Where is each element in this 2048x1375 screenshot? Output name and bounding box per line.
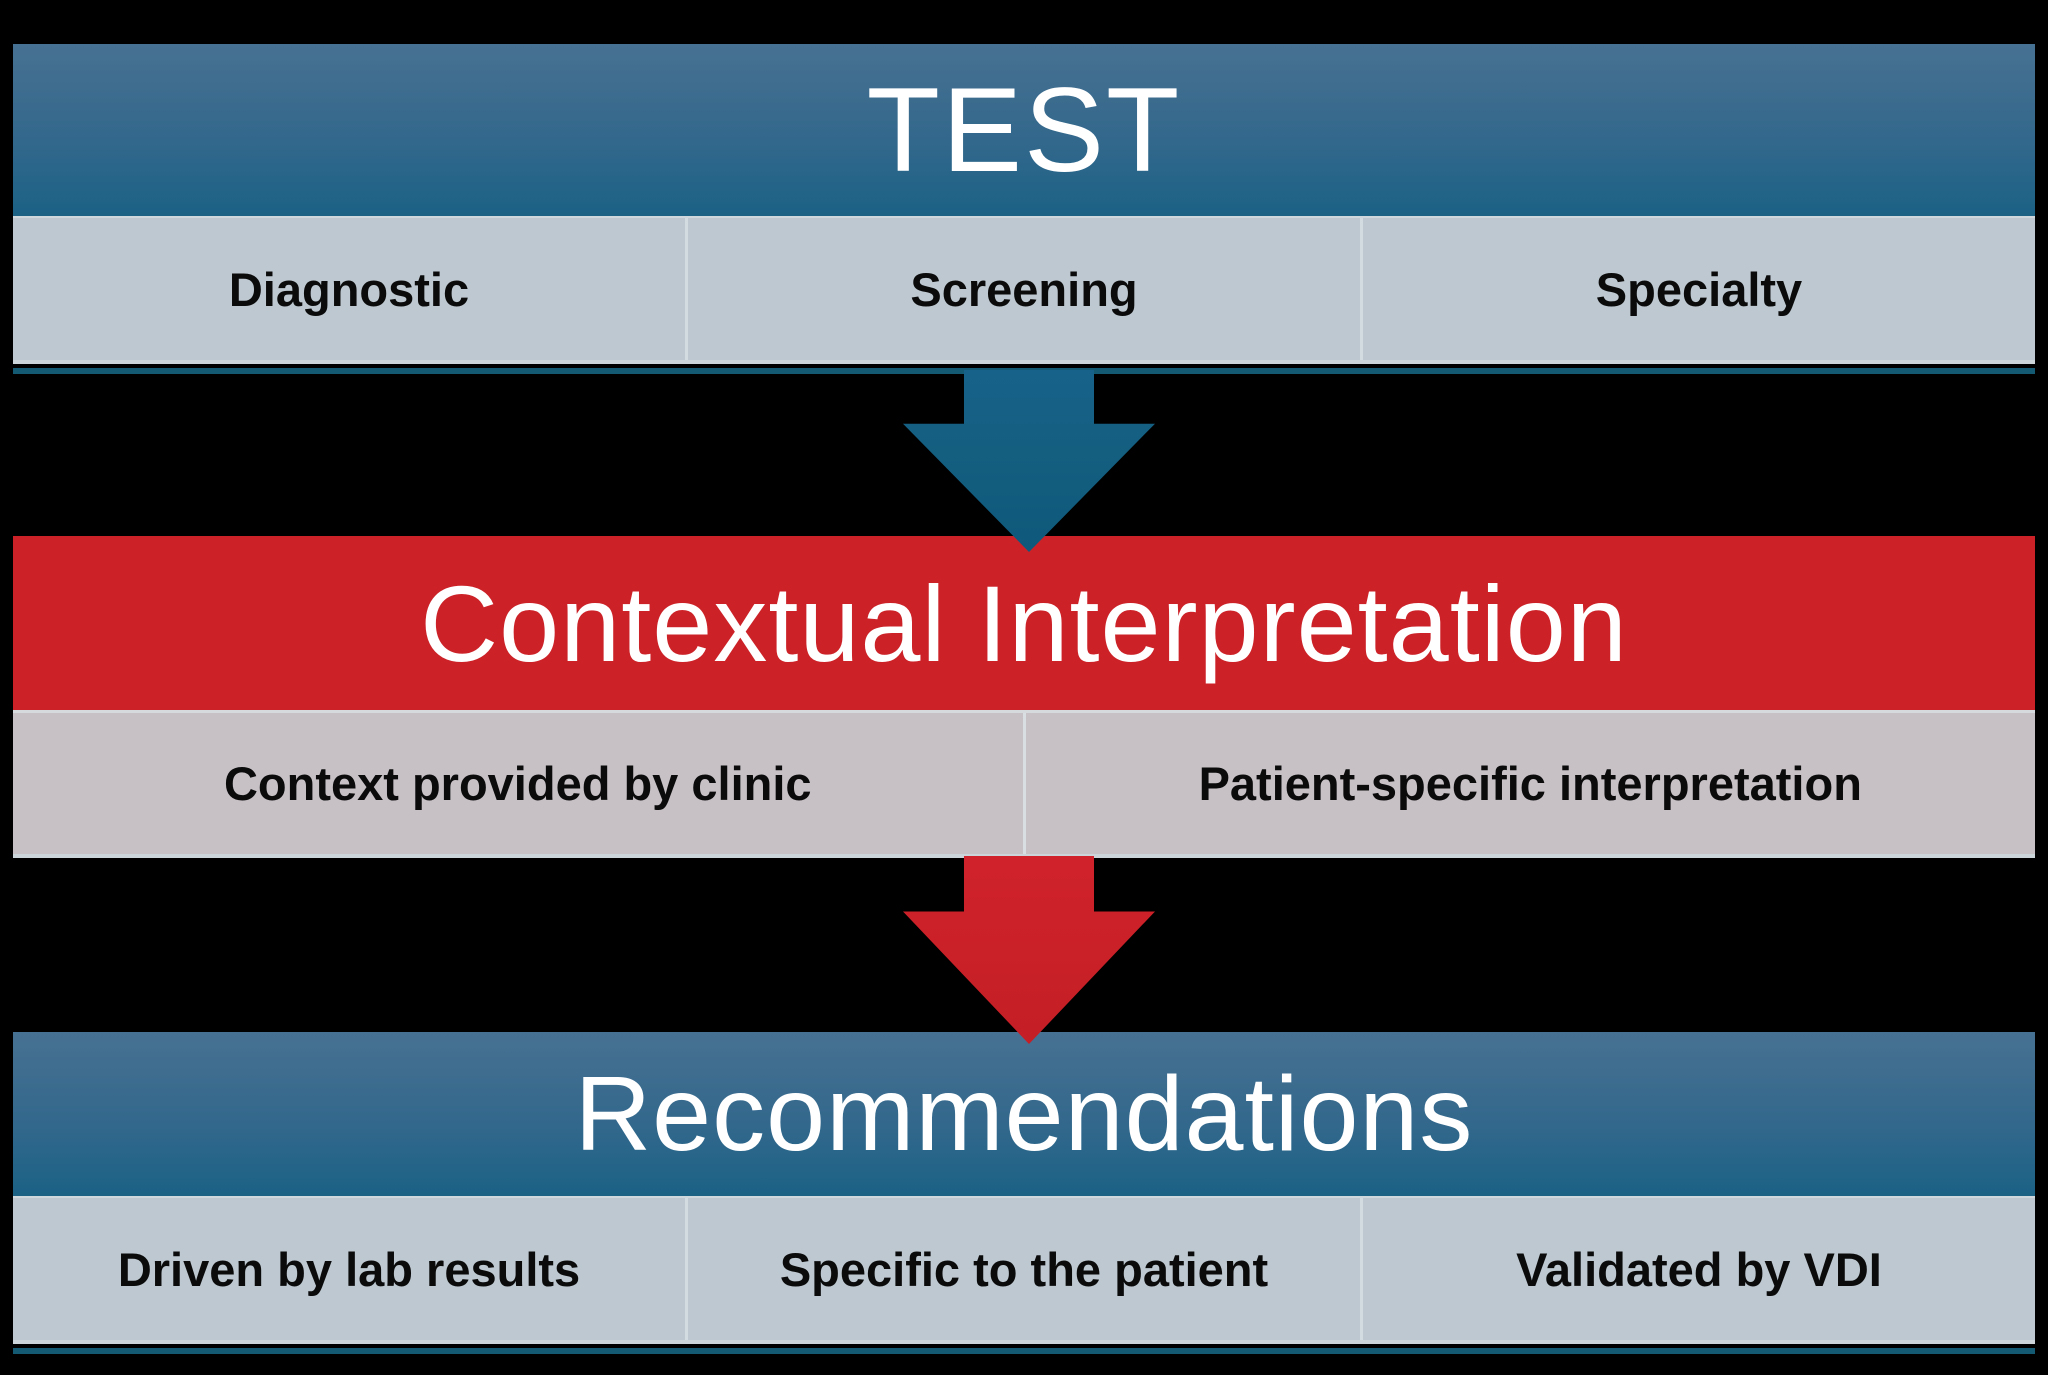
interpretation-subrow: Context provided by clinic Patient-speci… (13, 710, 2035, 858)
cell-lab-results: Driven by lab results (13, 1198, 685, 1340)
cell-specialty-label: Specialty (1595, 262, 1803, 316)
cell-patient-interpretation: Patient-specific interpretation (1022, 713, 2036, 854)
recommendations-bottom-strip (13, 1348, 2035, 1354)
interpretation-title: Contextual Interpretation (420, 562, 1628, 684)
interpretation-header-band: Contextual Interpretation (13, 536, 2035, 710)
cell-diagnostic: Diagnostic (13, 218, 685, 360)
cell-specific-patient: Specific to the patient (685, 1198, 1360, 1340)
down-arrow-blue (903, 370, 1155, 552)
recommendations-title: Recommendations (574, 1054, 1474, 1173)
cell-specialty: Specialty (1360, 218, 2035, 360)
cell-context-clinic-label: Context provided by clinic (223, 757, 812, 810)
cell-diagnostic-label: Diagnostic (228, 262, 470, 316)
down-arrow-red (903, 856, 1155, 1044)
test-subrow: Diagnostic Screening Specialty (13, 216, 2035, 364)
recommendations-subrow: Driven by lab results Specific to the pa… (13, 1196, 2035, 1344)
recommendations-header-band: Recommendations (13, 1032, 2035, 1196)
cell-specific-patient-label: Specific to the patient (779, 1242, 1269, 1296)
cell-screening-label: Screening (910, 262, 1138, 316)
cell-screening: Screening (685, 218, 1360, 360)
cell-context-clinic: Context provided by clinic (13, 713, 1023, 854)
cell-validated-vdi-label: Validated by VDI (1516, 1242, 1882, 1296)
cell-lab-results-label: Driven by lab results (117, 1242, 581, 1296)
test-header-band: TEST (13, 44, 2035, 216)
test-title: TEST (866, 63, 1182, 197)
cell-validated-vdi: Validated by VDI (1360, 1198, 2035, 1340)
cell-patient-interpretation-label: Patient-specific interpretation (1198, 757, 1862, 810)
